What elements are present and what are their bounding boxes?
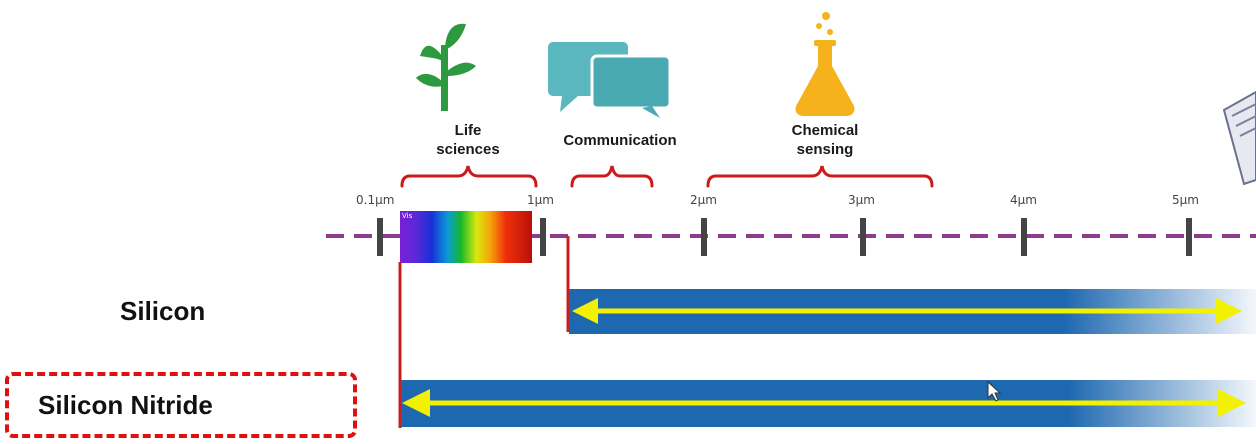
tick-label-1um: 1µm (527, 193, 554, 207)
plant-icon (416, 23, 476, 111)
tick-label-0-1um: 0.1µm (356, 193, 395, 207)
application-braces (400, 165, 934, 188)
brace-life-sciences (400, 165, 538, 188)
chat-bubbles-icon (548, 42, 672, 118)
material-label-silicon: Silicon (120, 296, 206, 326)
tick-label-5um: 5µm (1172, 193, 1199, 207)
tick-label-2um: 2µm (690, 193, 717, 207)
tick-label-4um: 4µm (1010, 193, 1037, 207)
partial-logo-icon (1222, 90, 1256, 186)
axis-tick-markers (377, 218, 1192, 256)
silicon-nitride-range-band (401, 380, 1256, 427)
label-life-sciences: Life sciences (436, 122, 500, 158)
visible-spectrum (400, 211, 532, 263)
flask-icon (795, 12, 855, 116)
cursor-icon (987, 380, 1002, 402)
label-communication: Communication (563, 132, 677, 149)
silicon-range-band (569, 289, 1256, 334)
brace-communication (570, 165, 654, 188)
spectrum-tag: Vis (402, 212, 413, 220)
tick-label-3um: 3µm (848, 193, 875, 207)
material-label-silicon-nitride: Silicon Nitride (38, 390, 213, 420)
silicon-nitride-highlight-box (5, 372, 357, 438)
label-chemical-sensing: Chemical sensing (791, 122, 859, 158)
brace-chemical-sensing (706, 165, 934, 188)
